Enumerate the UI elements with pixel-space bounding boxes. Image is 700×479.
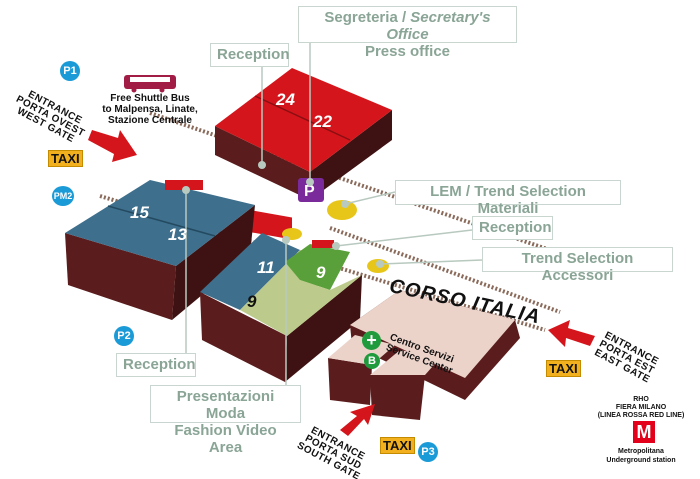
secretary-en: Secretary's Office	[386, 9, 491, 43]
hall-22-label: 22	[313, 112, 332, 131]
parking-p3[interactable]: P3	[418, 442, 438, 462]
first-aid-icon[interactable]: +	[362, 331, 381, 350]
hall-24-label: 24	[276, 90, 295, 109]
hall-11-9[interactable]	[200, 233, 362, 382]
bank-icon[interactable]: B	[364, 353, 380, 369]
metro-caption: Metropolitana Underground station	[596, 447, 686, 465]
metro-line2: FIERA MILANO	[615, 404, 667, 411]
parking-pm2[interactable]: PM2	[52, 186, 74, 206]
hall-9-lower-label: 9	[247, 292, 257, 311]
trend-accessori-label[interactable]: Trend Selection Accessori	[482, 247, 673, 284]
lem-pavilion[interactable]	[327, 200, 357, 220]
label-dots	[182, 161, 384, 268]
secretary-line1: Segreteria / Secretary's Office	[305, 9, 510, 43]
metro-station-name: RHO FIERA MILANO (LINEA ROSSA RED LINE)	[596, 396, 686, 420]
svg-text:P: P	[304, 183, 315, 200]
shuttle-bus-text: Free Shuttle Bus to Malpensa, Linate, St…	[100, 93, 200, 126]
hall-15-label: 15	[130, 203, 149, 222]
hall-13-label: 13	[168, 225, 187, 244]
press-office-text: Press office	[364, 43, 451, 60]
hall-9-upper-label: 9	[316, 263, 326, 282]
parking-p2[interactable]: P2	[114, 326, 134, 346]
hall-15-13[interactable]	[65, 180, 255, 320]
secretary-office-label[interactable]: Segreteria / Secretary's Office Press of…	[298, 6, 517, 60]
shuttle-line1: Free Shuttle Bus	[110, 93, 190, 104]
metro-logo-icon[interactable]: M	[633, 421, 655, 443]
service-center-building[interactable]	[328, 290, 520, 420]
reception-top-label[interactable]: Reception	[210, 43, 290, 67]
reception-left-label[interactable]: Reception	[116, 353, 196, 377]
shuttle-line3: Stazione Centrale	[108, 115, 192, 126]
metro-line3: (LINEA ROSSA RED LINE)	[597, 412, 685, 419]
fashion-it: Presentazioni Moda	[176, 388, 275, 422]
metro-caption-2: Underground station	[606, 457, 676, 464]
fashion-video-label[interactable]: Presentazioni Moda Fashion Video Area	[150, 385, 301, 456]
secretary-it: Segreteria /	[324, 9, 411, 26]
east-gate-arrow	[548, 320, 595, 347]
label-leaders	[185, 42, 483, 385]
lem-label[interactable]: LEM / Trend Selection Materiali	[395, 180, 621, 217]
taxi-south[interactable]: TAXI	[380, 437, 415, 454]
shuttle-line2: to Malpensa, Linate,	[102, 104, 198, 115]
shuttle-bus-icon	[124, 75, 176, 93]
hall-11-label: 11	[257, 258, 275, 277]
reception-right-label[interactable]: Reception	[472, 216, 553, 240]
taxi-east[interactable]: TAXI	[546, 360, 581, 377]
press-office-icon	[298, 178, 324, 202]
fashion-en: Fashion Video Area	[174, 422, 277, 456]
parking-p1[interactable]: P1	[60, 61, 80, 81]
metro-caption-1: Metropolitana	[618, 448, 664, 455]
metro-line1: RHO	[633, 396, 649, 403]
west-gate-arrow	[88, 130, 137, 162]
taxi-west[interactable]: TAXI	[48, 150, 83, 167]
south-gate-arrow	[340, 404, 375, 436]
